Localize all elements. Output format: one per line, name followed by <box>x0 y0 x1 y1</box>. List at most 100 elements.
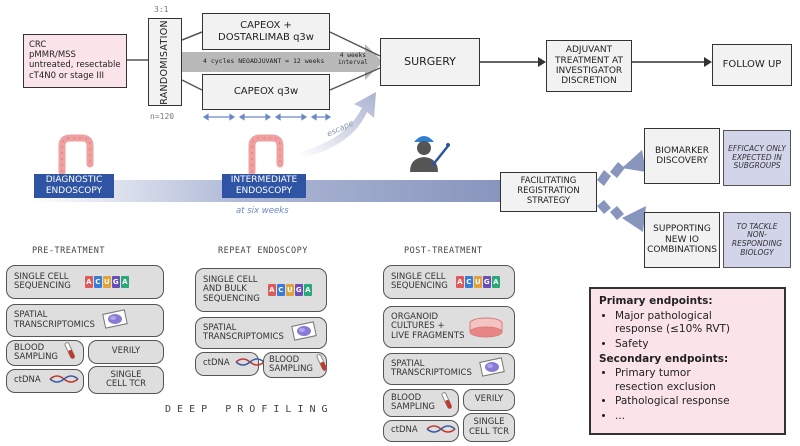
dna-base: G <box>294 284 303 296</box>
strategy-line-2: REGISTRATION <box>517 186 580 197</box>
intermediate-line-2: ENDOSCOPY <box>235 186 293 196</box>
connector-rand-arms <box>181 31 203 91</box>
arrowhead-followup <box>704 57 712 67</box>
supporting-box: SUPPORTING NEW IO COMBINATIONS <box>644 212 720 268</box>
dna-base: C <box>93 276 102 288</box>
repeat-ctdna-pill: ctDNA <box>195 352 265 376</box>
treatment-band <box>182 44 383 80</box>
primary-endpoints-title: Primary endpoints: <box>599 295 713 307</box>
surgery-box: SURGERY <box>380 38 480 86</box>
supporting-note: TO TACKLE NON- RESPONDING BIOLOGY <box>723 212 791 268</box>
pre-tcr-pill: SINGLE CELL TCR <box>88 366 164 394</box>
dna-base: A <box>455 276 464 288</box>
dna-base: A <box>303 284 312 296</box>
spatial-slide-icon <box>101 309 129 332</box>
primary-1-line-1: Major pathological <box>615 309 712 322</box>
biomarker-note-line-1: EFFICACY ONLY <box>728 144 786 154</box>
spatial-slide-icon <box>478 357 506 380</box>
dna-base: A <box>84 276 93 288</box>
post-blood-pill: BLOOD SAMPLING <box>383 389 459 417</box>
supporting-note-line-3: RESPONDING <box>731 239 783 248</box>
post-spatial-pill: SPATIAL TRANSCRIPTOMICS <box>383 353 515 385</box>
dna-helix-icon <box>235 356 265 371</box>
colon-icon <box>58 134 94 174</box>
adjuvant-box: ADJUVANT TREATMENT AT INVESTIGATOR DISCR… <box>546 40 632 92</box>
post-org-line-1: ORGANOID <box>391 311 439 322</box>
randomisation-ratio: 3:1 <box>154 5 169 14</box>
supporting-line-3: COMBINATIONS <box>647 245 717 256</box>
intermediate-line-1: INTERMEDIATE <box>230 175 298 186</box>
repeat-blood-pill: BLOOD SAMPLING <box>263 352 328 378</box>
pre-blood-line-2: SAMPLING <box>14 352 59 362</box>
neoadjuvant-label: 4 cycles NEOADJUVANT = 12 weeks <box>203 57 325 65</box>
at-six-weeks-label: at six weeks <box>236 206 289 216</box>
pre-blood-line-1: BLOOD <box>14 342 45 353</box>
arm-b-label: CAPEOX q3w <box>233 86 299 98</box>
diagnostic-line-2: ENDOSCOPY <box>45 186 103 196</box>
patient-line-3: untreated, resectable <box>29 60 121 71</box>
adjuvant-line-3: INVESTIGATOR <box>555 66 623 76</box>
dna-base: G <box>111 276 120 288</box>
secondary-endpoints-list: Primary tumor resection exclusion Pathol… <box>599 367 776 424</box>
intermediate-endoscopy-label: INTERMEDIATE ENDOSCOPY <box>222 174 306 198</box>
dna-helix-icon <box>49 373 79 388</box>
dna-base: U <box>285 284 294 296</box>
secondary-endpoint-3: ... <box>615 410 776 424</box>
secondary-1-line-2: resection exclusion <box>615 380 716 393</box>
post-sc-line-1: SINGLE CELL <box>391 271 446 282</box>
biomarker-line-1: BIOMARKER <box>655 145 709 156</box>
pre-verily-label: VERILY <box>111 346 141 357</box>
pre-treatment-title: PRE-TREATMENT <box>32 246 106 256</box>
repeat-title: REPEAT ENDOSCOPY <box>218 246 308 256</box>
petri-dish-icon <box>469 317 503 338</box>
patient-line-2: pMMR/MSS <box>29 50 76 61</box>
adjuvant-line-2: TREATMENT AT <box>555 55 623 66</box>
repeat-spatial-pill: SPATIAL TRANSCRIPTOMICS <box>195 317 327 349</box>
arm-a-line-2: DOSTARLIMAB q3w <box>218 31 314 43</box>
supporting-note-line-1: TO TACKLE <box>736 221 778 231</box>
arrowhead-adjuvant <box>538 57 546 67</box>
pre-verily-pill: VERILY <box>88 340 164 364</box>
cycle-arrows <box>202 113 332 121</box>
dna-base: G <box>482 276 491 288</box>
biomarker-box: BIOMARKER DISCOVERY <box>644 128 720 184</box>
blood-tube-icon <box>441 391 453 414</box>
post-sc-line-2: SEQUENCING <box>391 281 448 291</box>
dna-base: A <box>267 284 276 296</box>
pre-st-line-1: SPATIAL <box>14 310 48 321</box>
strategy-line-1: FACILITATING <box>520 176 577 187</box>
primary-endpoint-2: Safety <box>615 338 776 352</box>
pre-ctdna-label: ctDNA <box>14 375 41 386</box>
branch-chevrons <box>597 150 646 232</box>
post-org-line-2: CULTURES + <box>391 321 445 332</box>
pre-tcr-line-1: SINGLE <box>110 369 142 380</box>
interval-line-1: 4 weeks <box>339 52 366 59</box>
randomisation-box: RANDOMISATION <box>148 18 182 106</box>
post-organoid-pill: ORGANOID CULTURES + LIVE FRAGMENTS <box>383 306 515 348</box>
biomarker-note: EFFICACY ONLY EXPECTED IN SUBGROUPS <box>723 130 791 186</box>
dna-base: C <box>276 284 285 296</box>
supporting-note-line-4: BIOLOGY <box>740 247 774 257</box>
post-tcr-pill: SINGLE CELL TCR <box>463 413 515 442</box>
biomarker-note-line-2: EXPECTED IN <box>732 152 782 162</box>
surgeon-icon <box>410 136 450 172</box>
post-ctdna-label: ctDNA <box>391 425 418 436</box>
pre-spatial-pill: SPATIAL TRANSCRIPTOMICS <box>6 304 164 337</box>
interval-label: 4 weeks interval <box>338 52 368 66</box>
randomisation-label: RANDOMISATION <box>158 19 170 105</box>
post-blood-line-1: BLOOD <box>391 392 422 403</box>
patient-box: CRC pMMR/MSS untreated, resectable cT4N0… <box>23 34 127 88</box>
pre-st-line-2: TRANSCRIPTOMICS <box>14 319 95 330</box>
pre-tcr-line-2: CELL TCR <box>105 379 146 389</box>
interval-line-2: interval <box>338 59 368 67</box>
post-blood-line-2: SAMPLING <box>391 402 436 412</box>
diagnostic-line-1: DIAGNOSTIC <box>45 175 103 186</box>
post-verily-label: VERILY <box>474 394 504 405</box>
repeat-blood-line-2: SAMPLING <box>269 364 314 374</box>
colon-icon-2 <box>248 134 284 174</box>
follow-up-label: FOLLOW UP <box>722 59 782 71</box>
